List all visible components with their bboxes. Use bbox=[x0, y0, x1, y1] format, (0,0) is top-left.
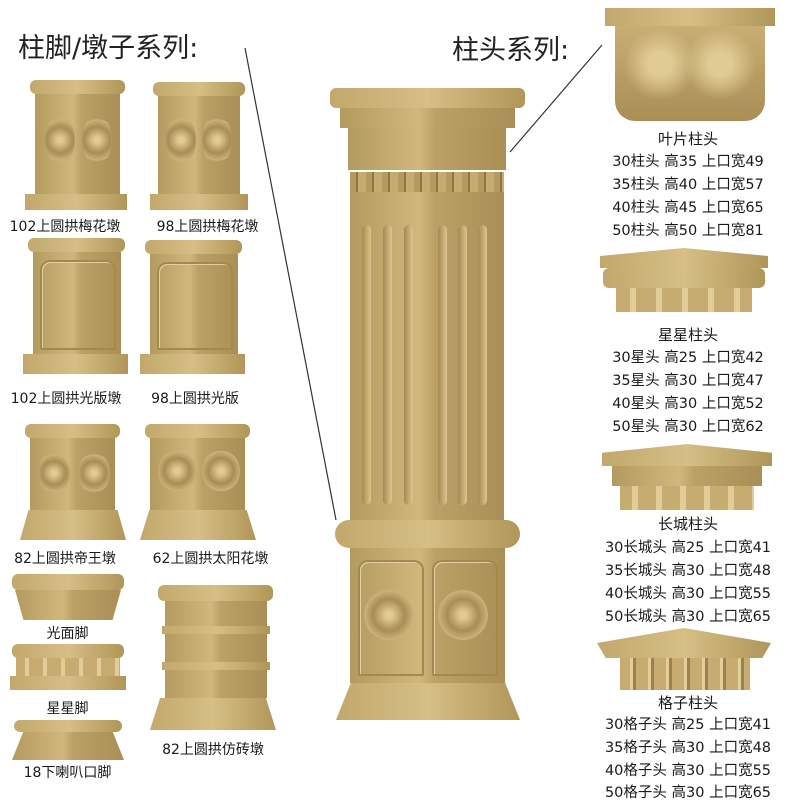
capital-spec: 30星头 高25 上口宽42 bbox=[612, 350, 764, 366]
grid-capital-name: 格子柱头 bbox=[657, 694, 718, 712]
label-plain-base: 光面脚 bbox=[46, 626, 89, 642]
left-series-title: 柱脚/墩子系列: bbox=[18, 33, 199, 64]
capital-spec: 50格子头 高30 上口宽65 bbox=[604, 785, 772, 800]
capital-spec: 40长城头 高30 上口宽55 bbox=[604, 586, 772, 602]
great-wall-capital-name: 长城柱头 bbox=[657, 515, 718, 533]
capital-spec: 35柱头 高40 上口宽57 bbox=[612, 177, 764, 193]
capital-spec: 50长城头 高30 上口宽65 bbox=[604, 609, 772, 625]
capital-spec: 30格子头 高25 上口宽41 bbox=[604, 717, 772, 733]
capital-spec: 35长城头 高30 上口宽48 bbox=[604, 563, 772, 579]
label-102-plum-pedestal: 102上圆拱梅花墩 bbox=[9, 219, 121, 235]
label-star-base: 星星脚 bbox=[46, 701, 89, 717]
star-capital-name: 星星柱头 bbox=[657, 326, 718, 344]
label-102-plain-pedestal: 102上圆拱光版墩 bbox=[10, 391, 122, 407]
capital-spec: 35格子头 高30 上口宽48 bbox=[604, 740, 772, 756]
capital-spec: 40格子头 高30 上口宽55 bbox=[604, 763, 772, 779]
label-82-emperor-pedestal: 82上圆拱帝王墩 bbox=[14, 551, 116, 567]
capital-spec: 50柱头 高50 上口宽81 bbox=[612, 223, 764, 239]
label-98-plum-pedestal: 98上圆拱梅花墩 bbox=[156, 219, 259, 235]
capital-spec: 30柱头 高35 上口宽49 bbox=[612, 154, 764, 170]
right-series-title: 柱头系列: bbox=[452, 35, 570, 66]
label-18-trumpet-base: 18下喇叭口脚 bbox=[23, 765, 112, 781]
label-98-plain-pedestal: 98上圆拱光版 bbox=[151, 391, 239, 407]
capital-spec: 40柱头 高45 上口宽65 bbox=[612, 200, 764, 216]
capital-spec: 40星头 高30 上口宽52 bbox=[612, 396, 764, 412]
label-62-sunflower-pedestal: 62上圆拱太阳花墩 bbox=[152, 551, 269, 567]
capital-spec: 50星头 高30 上口宽62 bbox=[612, 419, 764, 435]
label-82-brick-pedestal: 82上圆拱仿砖墩 bbox=[162, 742, 264, 758]
leaf-capital-name: 叶片柱头 bbox=[657, 130, 718, 148]
capital-spec: 30长城头 高25 上口宽41 bbox=[604, 540, 772, 556]
capital-spec: 35星头 高30 上口宽47 bbox=[612, 373, 764, 389]
